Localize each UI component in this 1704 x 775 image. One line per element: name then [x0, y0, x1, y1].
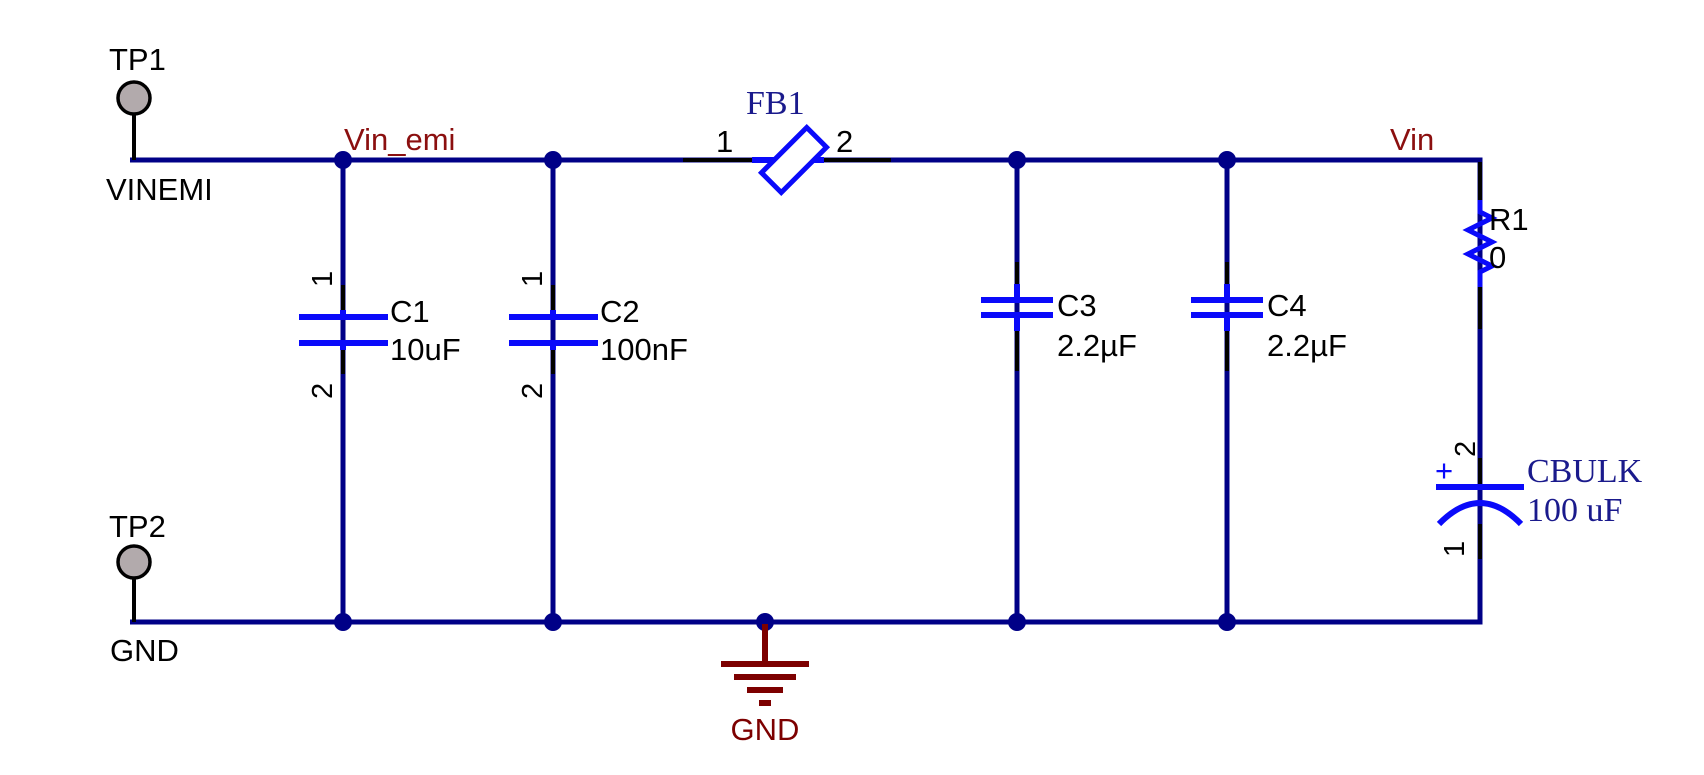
- component-c1[interactable]: C1 10uF 1 2: [299, 271, 461, 399]
- component-c2[interactable]: C2 100nF 1 2: [509, 271, 688, 399]
- junction-dot: [1008, 613, 1026, 631]
- fb1-designator: FB1: [746, 85, 805, 122]
- c4-designator: C4: [1267, 288, 1307, 323]
- c3-value: 2.2µF: [1057, 328, 1137, 363]
- r1-body: [1462, 200, 1498, 287]
- tp1-pad-circle: [116, 80, 152, 116]
- component-r1[interactable]: R1 0: [1462, 200, 1529, 287]
- cbulk-plate-curved: [1436, 500, 1524, 527]
- r1-designator: R1: [1489, 202, 1529, 237]
- fb1-body: [757, 123, 831, 197]
- cbulk-pin1-number: 1: [1439, 541, 1471, 557]
- component-pin-wires: [132, 114, 1482, 622]
- tp2-net-name: GND: [110, 633, 179, 668]
- junction-dot: [1218, 151, 1236, 169]
- cbulk-polarity-mark: +: [1435, 453, 1453, 488]
- c2-pin2-number: 2: [517, 383, 549, 399]
- junction-dot: [334, 613, 352, 631]
- component-c4[interactable]: C4 2.2µF: [1191, 288, 1347, 363]
- testpoint-tp1[interactable]: TP1 VINEMI: [106, 42, 213, 207]
- net-label-vin-emi[interactable]: Vin_emi: [344, 122, 455, 157]
- junction-dot: [544, 151, 562, 169]
- cbulk-value: 100 uF: [1527, 492, 1622, 529]
- junction-dot: [544, 613, 562, 631]
- tp2-pad-circle: [116, 544, 152, 580]
- component-fb1[interactable]: FB1 1 2: [716, 85, 853, 197]
- cbulk-pin2-number: 2: [1450, 441, 1482, 457]
- junction-dots: [334, 151, 1236, 631]
- gnd-label: GND: [731, 712, 800, 747]
- ground-symbol[interactable]: GND: [721, 624, 809, 747]
- c1-designator: C1: [390, 294, 430, 329]
- junction-dot: [1218, 613, 1236, 631]
- tp1-net-name: VINEMI: [106, 172, 213, 207]
- c2-value: 100nF: [600, 332, 688, 367]
- tp2-designator: TP2: [109, 509, 166, 544]
- testpoint-tp2[interactable]: TP2 GND: [109, 509, 179, 668]
- c1-pin2-number: 2: [307, 383, 339, 399]
- tp1-designator: TP1: [109, 42, 166, 77]
- net-label-vin[interactable]: Vin: [1390, 122, 1434, 157]
- junction-dot: [334, 151, 352, 169]
- c2-pin1-number: 1: [517, 271, 549, 287]
- c3-designator: C3: [1057, 288, 1097, 323]
- junction-dot: [756, 613, 774, 631]
- junction-dot: [1008, 151, 1026, 169]
- c2-designator: C2: [600, 294, 640, 329]
- fb1-pin2-number: 2: [836, 124, 853, 159]
- r1-value: 0: [1489, 240, 1506, 275]
- component-c3[interactable]: C3 2.2µF: [981, 288, 1137, 363]
- component-cbulk[interactable]: + 2 1 CBULK 100 uF: [1435, 441, 1643, 557]
- c1-pin1-number: 1: [307, 271, 339, 287]
- fb1-pin1-number: 1: [716, 124, 733, 159]
- c4-value: 2.2µF: [1267, 328, 1347, 363]
- cbulk-designator: CBULK: [1527, 453, 1643, 490]
- c1-value: 10uF: [390, 332, 461, 367]
